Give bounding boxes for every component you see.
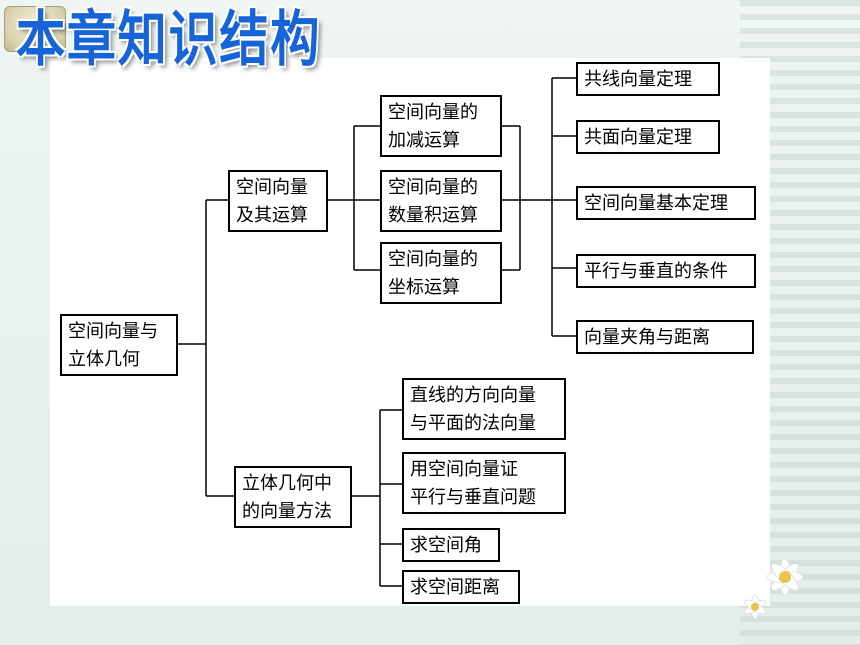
method-prove-parallel: 用空间向量证 平行与垂直问题 bbox=[402, 452, 566, 514]
method1-line-2: 与平面的法向量 bbox=[410, 413, 536, 434]
op-add-subtract: 空间向量的 加减运算 bbox=[380, 95, 502, 157]
op1-line-1: 空间向量的 bbox=[388, 102, 478, 123]
op-dot-product: 空间向量的 数量积运算 bbox=[380, 170, 502, 232]
theorem-angle-distance: 向量夹角与距离 bbox=[576, 320, 754, 354]
branch1-line-2: 及其运算 bbox=[236, 205, 308, 226]
op3-line-1: 空间向量的 bbox=[388, 249, 478, 270]
daisy-decoration-icon bbox=[744, 558, 804, 620]
method2-line-1: 用空间向量证 bbox=[410, 459, 518, 480]
branch2-line-1: 立体几何中 bbox=[242, 473, 332, 494]
method2-line-2: 平行与垂直问题 bbox=[410, 487, 536, 508]
op1-line-2: 加减运算 bbox=[388, 130, 460, 151]
op2-line-2: 数量积运算 bbox=[388, 205, 478, 226]
op2-line-1: 空间向量的 bbox=[388, 177, 478, 198]
theorem-basis: 空间向量基本定理 bbox=[576, 186, 756, 220]
logo-icon bbox=[4, 6, 66, 52]
op-coordinates: 空间向量的 坐标运算 bbox=[380, 242, 502, 304]
branch2-line-2: 的向量方法 bbox=[242, 501, 332, 522]
method-find-distance: 求空间距离 bbox=[402, 570, 520, 604]
method-find-angle: 求空间角 bbox=[402, 528, 500, 562]
root-node: 空间向量与 立体几何 bbox=[60, 314, 178, 376]
root-line-1: 空间向量与 bbox=[68, 321, 158, 342]
theorem-coplanar: 共面向量定理 bbox=[576, 120, 720, 154]
branch-vector-ops: 空间向量 及其运算 bbox=[228, 170, 328, 232]
theorem-parallel-perpendicular: 平行与垂直的条件 bbox=[576, 254, 756, 288]
op3-line-2: 坐标运算 bbox=[388, 277, 460, 298]
theorem-collinear: 共线向量定理 bbox=[576, 62, 720, 96]
method-direction-normal: 直线的方向向量 与平面的法向量 bbox=[402, 378, 566, 440]
method1-line-1: 直线的方向向量 bbox=[410, 385, 536, 406]
branch1-line-1: 空间向量 bbox=[236, 177, 308, 198]
root-line-2: 立体几何 bbox=[68, 349, 140, 370]
branch-vector-methods: 立体几何中 的向量方法 bbox=[234, 466, 352, 528]
page-title: 本章知识结构 bbox=[16, 5, 322, 75]
